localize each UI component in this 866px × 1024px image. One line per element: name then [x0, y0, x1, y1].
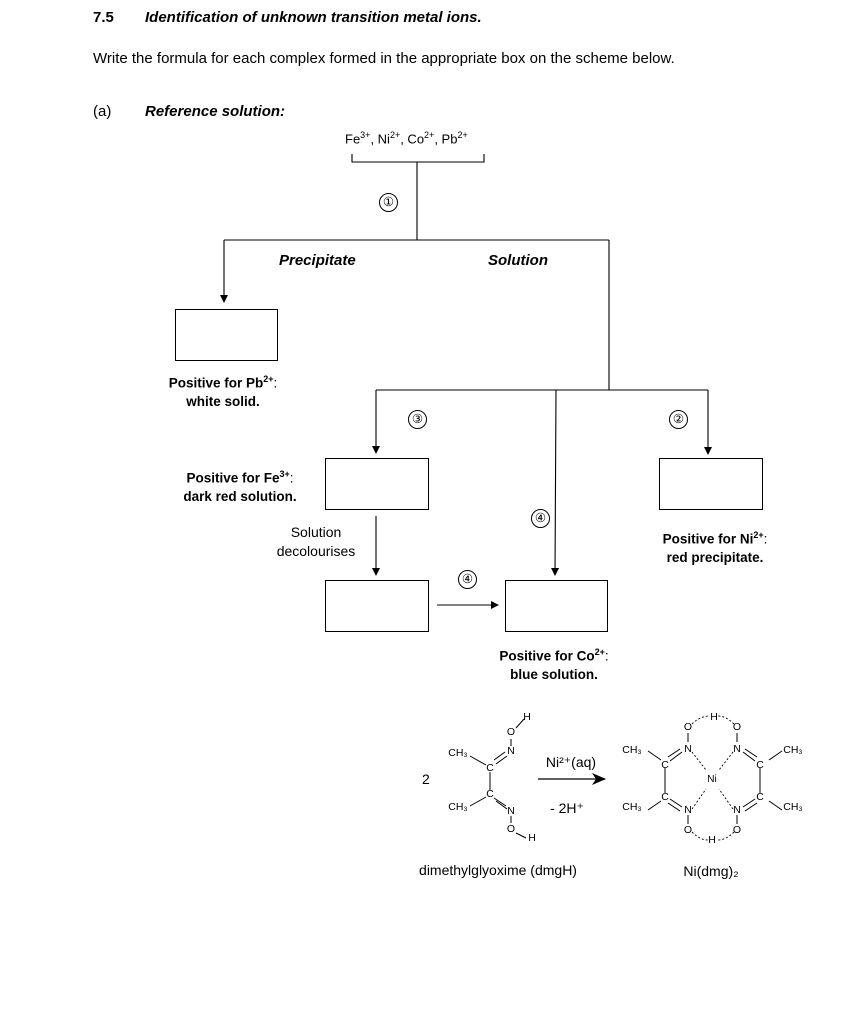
svg-text:N: N: [507, 805, 515, 817]
decolourise-note: Solution decolourises: [276, 524, 356, 559]
svg-text:C: C: [756, 759, 764, 771]
step-4-marker-lower: ④: [458, 570, 477, 589]
section-title: Identification of unknown transition met…: [145, 9, 482, 26]
step-2-marker: ②: [669, 410, 688, 429]
svg-text:N: N: [733, 804, 741, 816]
step-1-marker: ①: [379, 193, 398, 212]
pb-answer-box[interactable]: [175, 309, 278, 361]
instruction-text: Write the formula for each complex forme…: [93, 50, 675, 67]
svg-text:O: O: [507, 823, 515, 835]
svg-text:C: C: [756, 791, 764, 803]
svg-text:H: H: [523, 711, 531, 723]
fe-answer-box[interactable]: [325, 458, 429, 510]
part-title: Reference solution:: [145, 103, 286, 120]
svg-text:C: C: [486, 788, 494, 800]
ni-answer-box[interactable]: [659, 458, 763, 510]
ion-list: Fe3+, Ni2+, Co2+, Pb2+: [345, 130, 468, 147]
pb-positive-note: Positive for Pb2+: white solid.: [168, 374, 278, 409]
svg-text:N: N: [507, 745, 515, 757]
section-number: 7.5: [93, 9, 114, 26]
svg-text:CH₃: CH₃: [783, 744, 802, 756]
solution-heading: Solution: [488, 252, 548, 269]
reactant-name: dimethylglyoxime (dmgH): [419, 862, 577, 878]
step-4-marker-upper: ④: [531, 509, 550, 528]
svg-text:N: N: [684, 743, 692, 755]
svg-text:CH₃: CH₃: [448, 747, 467, 759]
byproduct-label: - 2H⁺: [550, 800, 584, 816]
decolourised-answer-box[interactable]: [325, 580, 429, 632]
co-positive-note: Positive for Co2+: blue solution.: [499, 647, 609, 682]
svg-text:C: C: [661, 791, 669, 803]
svg-text:H: H: [708, 834, 716, 846]
coefficient: 2: [422, 771, 430, 787]
svg-text:C: C: [661, 759, 669, 771]
svg-text:C: C: [486, 762, 494, 774]
svg-text:CH₃: CH₃: [622, 801, 641, 813]
svg-text:Ni: Ni: [707, 774, 716, 785]
part-label: (a): [93, 103, 112, 120]
svg-text:N: N: [684, 804, 692, 816]
svg-text:O: O: [507, 726, 515, 738]
fe-positive-note: Positive for Fe3+: dark red solution.: [183, 469, 297, 504]
svg-text:CH₃: CH₃: [448, 801, 467, 813]
svg-text:O: O: [684, 824, 692, 836]
reagent-label: Ni²⁺(aq): [546, 754, 596, 770]
co-answer-box[interactable]: [505, 580, 608, 632]
svg-text:O: O: [733, 721, 741, 733]
product-name: Ni(dmg)₂: [683, 863, 738, 879]
svg-text:CH₃: CH₃: [622, 744, 641, 756]
svg-text:N: N: [733, 743, 741, 755]
svg-text:O: O: [684, 721, 692, 733]
svg-text:H: H: [710, 711, 718, 723]
ni-positive-note: Positive for Ni2+: red precipitate.: [662, 530, 768, 565]
step-3-marker: ③: [408, 410, 427, 429]
precipitate-heading: Precipitate: [279, 252, 356, 269]
svg-text:H: H: [528, 832, 536, 844]
svg-text:CH₃: CH₃: [783, 801, 802, 813]
svg-text:O: O: [733, 824, 741, 836]
